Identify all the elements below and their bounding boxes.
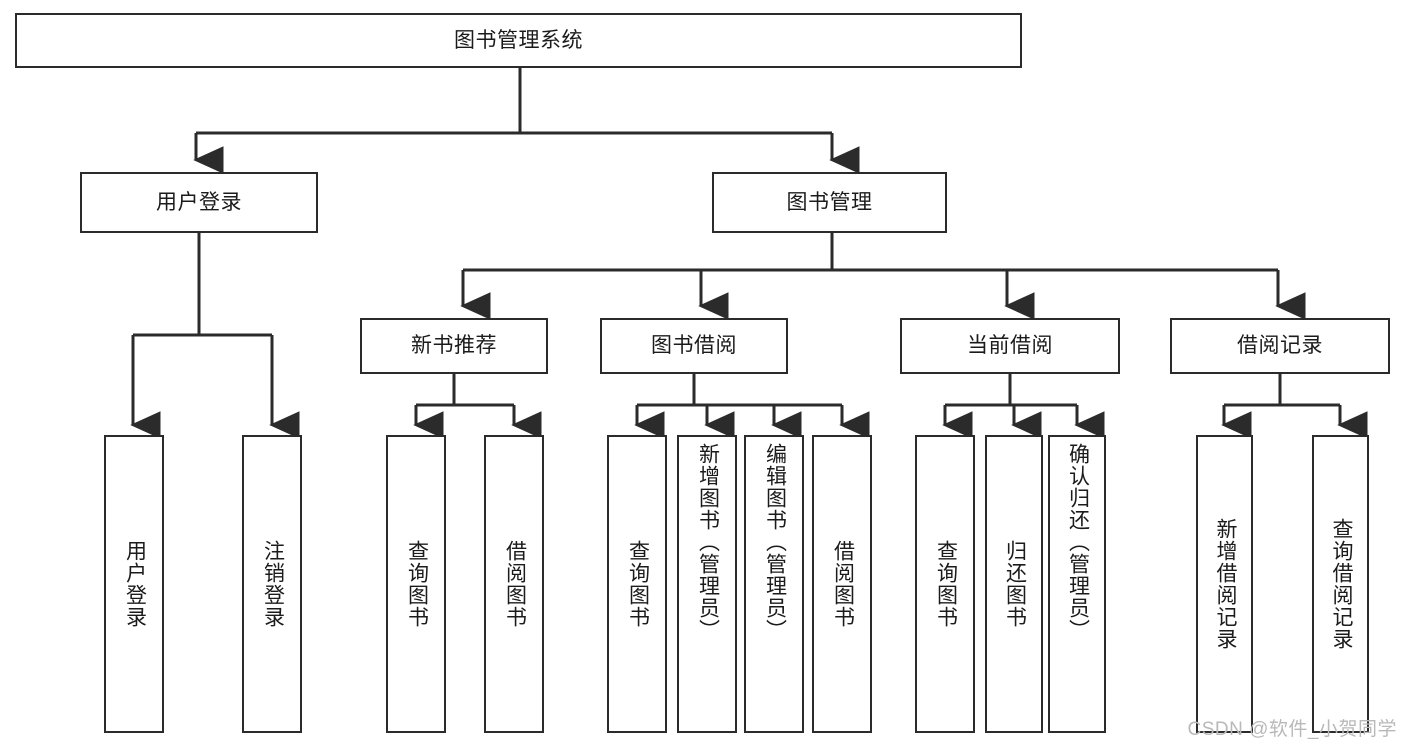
node-current-borrow[interactable]: 当前借阅 (900, 318, 1120, 374)
node-leaf-query-borrow-record-label: 查询借阅记录 (1329, 518, 1353, 650)
node-leaf-return-book-label: 归还图书 (1003, 540, 1027, 628)
node-leaf-query-book-borrow[interactable]: 查询图书 (607, 435, 667, 733)
node-leaf-borrow-book-label: 借阅图书 (831, 540, 855, 628)
node-borrow-records-label: 借阅记录 (1237, 334, 1323, 358)
node-user-login[interactable]: 用户登录 (80, 172, 318, 233)
node-user-login-label: 用户登录 (156, 190, 242, 214)
node-leaf-confirm-return-admin-label: 确认归还（管理员） (1066, 443, 1090, 641)
node-leaf-query-book-current-label: 查询图书 (934, 540, 958, 628)
node-leaf-user-login[interactable]: 用户登录 (104, 435, 164, 733)
node-borrow-records[interactable]: 借阅记录 (1170, 318, 1390, 374)
node-leaf-borrow-book-recommend-label: 借阅图书 (503, 540, 527, 628)
node-book-borrow-label: 图书借阅 (651, 334, 737, 358)
node-leaf-edit-book-admin[interactable]: 编辑图书（管理员） (744, 435, 804, 733)
node-new-book-recommend[interactable]: 新书推荐 (360, 318, 548, 374)
node-leaf-borrow-book[interactable]: 借阅图书 (812, 435, 872, 733)
node-leaf-add-book-admin-label: 新增图书（管理员） (696, 443, 720, 641)
node-leaf-add-borrow-record-label: 新增借阅记录 (1213, 518, 1237, 650)
csdn-watermark: CSDN @软件_小贺同学 (1187, 719, 1397, 740)
node-current-borrow-label: 当前借阅 (967, 334, 1053, 358)
node-leaf-add-book-admin[interactable]: 新增图书（管理员） (677, 435, 737, 733)
node-leaf-user-logout-label: 注销登录 (261, 540, 285, 628)
node-root-label: 图书管理系统 (454, 28, 583, 52)
node-leaf-query-book-recommend[interactable]: 查询图书 (386, 435, 446, 733)
node-leaf-add-borrow-record[interactable]: 新增借阅记录 (1196, 435, 1253, 733)
node-leaf-edit-book-admin-label: 编辑图书（管理员） (763, 443, 787, 641)
node-new-book-recommend-label: 新书推荐 (411, 334, 497, 358)
node-leaf-user-login-label: 用户登录 (123, 540, 147, 628)
node-leaf-query-book-borrow-label: 查询图书 (626, 540, 650, 628)
node-leaf-return-book[interactable]: 归还图书 (985, 435, 1043, 733)
node-root[interactable]: 图书管理系统 (15, 13, 1022, 68)
node-leaf-query-book-recommend-label: 查询图书 (405, 540, 429, 628)
node-leaf-confirm-return-admin[interactable]: 确认归还（管理员） (1048, 435, 1106, 733)
node-leaf-borrow-book-recommend[interactable]: 借阅图书 (484, 435, 544, 733)
node-leaf-user-logout[interactable]: 注销登录 (242, 435, 302, 733)
node-leaf-query-borrow-record[interactable]: 查询借阅记录 (1312, 435, 1369, 733)
node-book-management-label: 图书管理 (786, 190, 873, 214)
node-leaf-query-book-current[interactable]: 查询图书 (915, 435, 975, 733)
node-book-management[interactable]: 图书管理 (712, 172, 947, 233)
node-book-borrow[interactable]: 图书借阅 (600, 318, 788, 374)
